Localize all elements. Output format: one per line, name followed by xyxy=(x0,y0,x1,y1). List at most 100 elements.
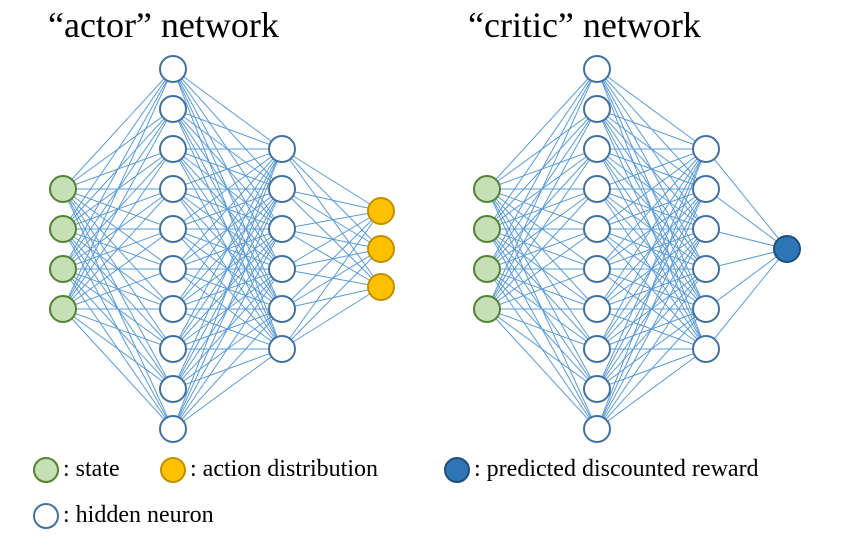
critic-edge xyxy=(596,268,707,430)
critic-edge xyxy=(486,68,598,270)
critic-edge xyxy=(486,68,598,230)
actor-action-neuron xyxy=(367,197,395,225)
critic-hidden-neuron xyxy=(692,215,720,243)
actor-edge xyxy=(172,148,283,310)
actor-edge xyxy=(281,210,382,350)
legend-state: : state xyxy=(33,456,120,483)
critic-edge xyxy=(596,348,707,430)
actor-hidden-neuron xyxy=(268,175,296,203)
critic-state-neuron xyxy=(473,295,501,323)
critic-state-neuron xyxy=(473,175,501,203)
critic-hidden-neuron xyxy=(692,175,720,203)
critic-edge xyxy=(486,108,598,310)
actor-action-neuron xyxy=(367,273,395,301)
critic-hidden-neuron xyxy=(692,295,720,323)
critic-hidden-neuron xyxy=(583,295,611,323)
critic-edge xyxy=(486,68,598,310)
actor-state-neuron xyxy=(49,255,77,283)
legend-hidden-label: : hidden neuron xyxy=(63,502,214,528)
actor-network-title: “actor” network xyxy=(48,5,279,45)
actor-hidden-neuron xyxy=(268,215,296,243)
critic-edge xyxy=(486,68,598,190)
critic-hidden-neuron xyxy=(692,255,720,283)
legend-action-label: : action distribution xyxy=(190,456,378,482)
actor-edge xyxy=(172,148,283,270)
actor-hidden-neuron xyxy=(159,135,187,163)
actor-edge xyxy=(62,68,174,270)
critic-edge xyxy=(705,248,788,310)
actor-edge xyxy=(62,68,174,310)
critic-hidden-neuron xyxy=(583,95,611,123)
critic-edge xyxy=(486,148,598,310)
actor-edge xyxy=(62,108,174,310)
actor-hidden-neuron xyxy=(159,95,187,123)
critic-edge xyxy=(596,148,707,350)
actor-hidden-neuron xyxy=(159,255,187,283)
actor-edge xyxy=(281,286,382,310)
actor-edge xyxy=(172,348,283,430)
critic-edge xyxy=(596,148,707,310)
critic-hidden-neuron xyxy=(583,135,611,163)
critic-hidden-neuron xyxy=(583,215,611,243)
critic-state-neuron xyxy=(473,215,501,243)
actor-edge xyxy=(62,228,174,310)
neurons xyxy=(49,55,801,443)
actor-edge xyxy=(62,308,174,350)
critic-edge xyxy=(596,308,707,430)
actor-edge xyxy=(172,148,283,230)
critic-edge xyxy=(596,148,707,230)
critic-network-title: “critic” network xyxy=(468,5,701,45)
actor-edge xyxy=(281,148,382,288)
actor-edge xyxy=(172,228,283,430)
critic-hidden-neuron xyxy=(583,335,611,363)
critic-edge xyxy=(705,188,788,250)
actor-edge xyxy=(281,210,382,310)
critic-state-neuron xyxy=(473,255,501,283)
actor-edge xyxy=(281,248,382,270)
actor-hidden-neuron xyxy=(268,335,296,363)
legend-reward: : predicted discounted reward xyxy=(444,456,759,483)
actor-hidden-neuron xyxy=(268,295,296,323)
actor-edge xyxy=(281,188,382,250)
actor-hidden-neuron xyxy=(159,295,187,323)
critic-hidden-neuron xyxy=(583,415,611,443)
legend-action: : action distribution xyxy=(160,456,378,483)
critic-edge xyxy=(705,148,788,250)
critic-edge xyxy=(596,68,707,150)
actor-edge xyxy=(281,210,382,230)
critic-edge xyxy=(486,308,598,350)
critic-reward-neuron xyxy=(773,235,801,263)
actor-hidden-neuron xyxy=(159,415,187,443)
actor-hidden-neuron xyxy=(159,375,187,403)
critic-edge xyxy=(596,148,707,430)
actor-edge xyxy=(281,286,382,350)
critic-hidden-neuron xyxy=(692,335,720,363)
critic-edge xyxy=(486,308,598,430)
actor-state-neuron xyxy=(49,175,77,203)
actor-hidden-neuron xyxy=(159,55,187,83)
critic-edge xyxy=(596,188,707,430)
critic-edge xyxy=(486,268,598,310)
critic-edge xyxy=(596,148,707,190)
actor-edge xyxy=(281,148,382,212)
actor-edge xyxy=(281,248,382,310)
legend-state-label: : state xyxy=(63,456,120,482)
actor-edge xyxy=(281,228,382,288)
critic-edge xyxy=(486,188,598,310)
state-neuron-swatch xyxy=(33,456,59,483)
actor-state-neuron xyxy=(49,215,77,243)
actor-edge xyxy=(62,68,174,190)
critic-edge xyxy=(596,228,707,430)
action-neuron-swatch xyxy=(160,456,186,483)
actor-edge xyxy=(62,188,174,310)
actor-hidden-neuron xyxy=(268,255,296,283)
actor-hidden-neuron xyxy=(159,175,187,203)
actor-action-neuron xyxy=(367,235,395,263)
critic-hidden-neuron xyxy=(583,55,611,83)
hidden-neuron-swatch xyxy=(33,502,59,529)
actor-edge xyxy=(172,108,283,150)
actor-edge xyxy=(281,268,382,288)
legend-reward-label: : predicted discounted reward xyxy=(474,456,759,482)
actor-hidden-neuron xyxy=(268,135,296,163)
